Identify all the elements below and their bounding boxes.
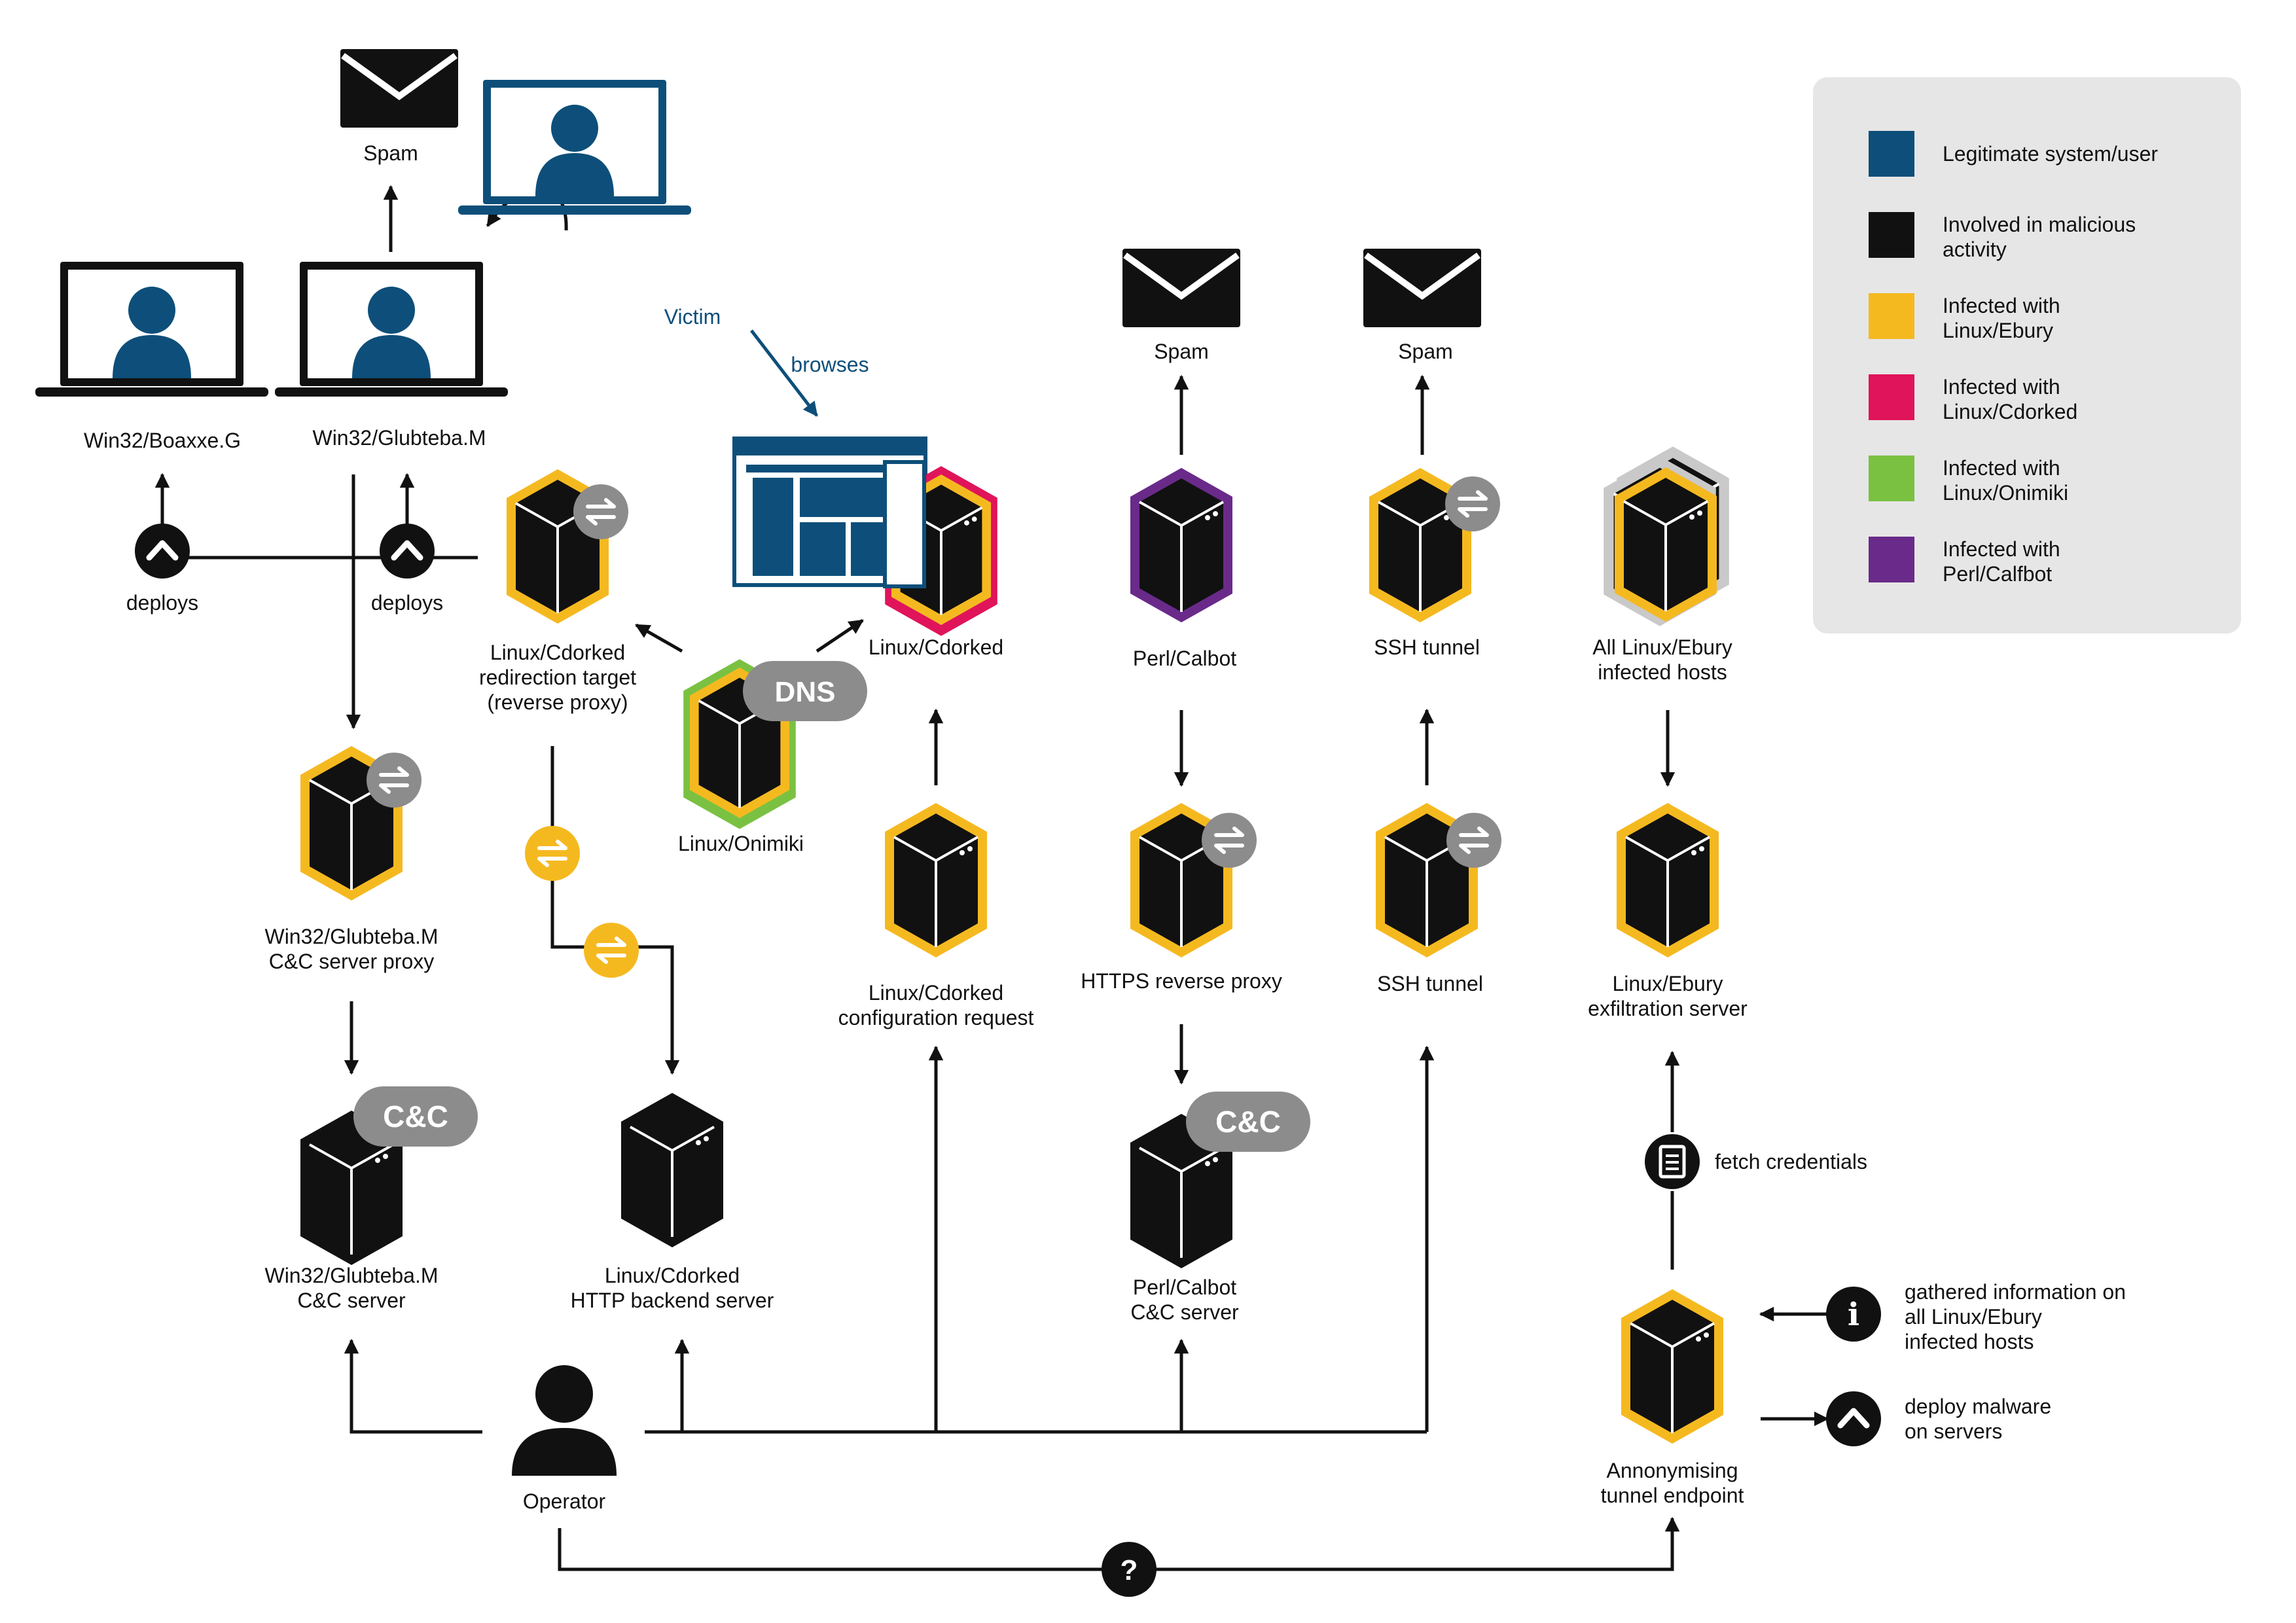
server-icon — [1620, 1288, 1725, 1445]
operator-label: Operator — [523, 1489, 606, 1513]
deploys-label: deploys — [126, 591, 198, 615]
laptop-user-icon — [458, 80, 691, 215]
swap-arrows-icon — [1202, 813, 1257, 868]
boaxxe-label: Win32/Boaxxe.G — [84, 429, 241, 452]
chevron-up-icon — [380, 524, 435, 579]
fetch-credentials-label: fetch credentials — [1715, 1150, 1867, 1173]
browser-overlap — [883, 460, 926, 588]
spam-label: Spam — [1398, 340, 1453, 363]
question-glyph: ? — [1121, 1554, 1138, 1586]
ssh-mid-label: SSH tunnel — [1377, 972, 1483, 995]
server-icon — [1613, 466, 1718, 623]
dns-badge-label: DNS — [775, 676, 836, 708]
server-icon — [1129, 467, 1234, 624]
operator-person-icon — [512, 1365, 617, 1476]
legend-swatch — [1869, 374, 1914, 420]
info-glyph: i — [1848, 1296, 1859, 1333]
chevron-up-icon — [1826, 1391, 1881, 1446]
victim-label: Victim — [664, 305, 721, 329]
laptop-user-icon — [35, 262, 268, 397]
info-icon — [1826, 1287, 1881, 1342]
question-mark-icon — [1102, 1542, 1157, 1597]
swap-arrows-icon — [1446, 813, 1501, 868]
cc-badge — [1186, 1092, 1310, 1152]
cc-badge-label: C&C — [383, 1099, 448, 1133]
swap-arrows-icon — [367, 753, 422, 808]
legend-swatch — [1869, 212, 1914, 258]
calbot-label: Perl/Calbot — [1133, 647, 1236, 670]
chevron-up-icon — [135, 524, 190, 579]
deploys-label: deploys — [371, 591, 443, 615]
spam-label: Spam — [363, 141, 418, 165]
cc-badge — [353, 1086, 478, 1147]
legend-item: Legitimate system/user — [1869, 131, 2158, 177]
swap-arrows-icon — [584, 923, 639, 978]
glubteba-label: Win32/Glubteba.M — [312, 426, 486, 450]
server-icon — [620, 1092, 725, 1249]
legend-label: Legitimate system/user — [1943, 142, 2158, 166]
swap-arrows-icon — [573, 484, 628, 539]
swap-arrows-icon — [1445, 476, 1500, 531]
dns-badge — [743, 661, 867, 721]
legend-swatch — [1869, 293, 1914, 339]
onimiki-label: Linux/Onimiki — [678, 832, 804, 855]
https-proxy-label: HTTPS reverse proxy — [1081, 969, 1282, 993]
cdorked-top-label: Linux/Cdorked — [869, 635, 1003, 659]
legend-panel — [1813, 77, 2241, 633]
legend-swatch — [1869, 537, 1914, 582]
server-icon — [884, 802, 988, 959]
legend-swatch — [1869, 455, 1914, 501]
ssh-top-label: SSH tunnel — [1374, 635, 1480, 659]
laptop-user-icon — [275, 262, 508, 397]
server-icon — [1615, 802, 1720, 959]
browses-label: browses — [791, 353, 869, 376]
envelope-icon — [1122, 249, 1240, 327]
spam-label: Spam — [1154, 340, 1209, 363]
cc-badge-label: C&C — [1215, 1105, 1281, 1139]
document-icon — [1645, 1134, 1700, 1189]
legend-swatch — [1869, 131, 1914, 177]
envelope-icon — [340, 49, 458, 128]
swap-arrows-icon — [525, 826, 580, 881]
envelope-icon — [1363, 249, 1481, 327]
